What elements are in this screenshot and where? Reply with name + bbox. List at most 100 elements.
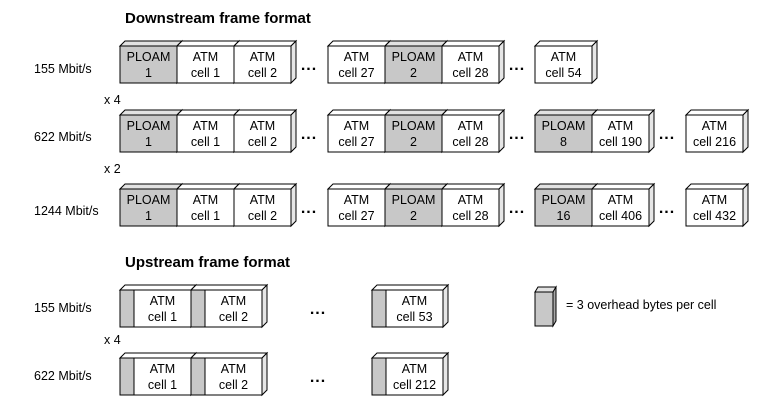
downstream-title: Downstream frame format: [125, 10, 311, 27]
svg-text:cell 2: cell 2: [248, 209, 277, 223]
svg-text:ATM: ATM: [344, 119, 369, 133]
svg-text:ATM: ATM: [702, 193, 727, 207]
svg-text:cell 28: cell 28: [452, 135, 488, 149]
ellipsis: ...: [310, 369, 326, 386]
svg-text:PLOAM: PLOAM: [392, 119, 436, 133]
svg-text:PLOAM: PLOAM: [127, 193, 171, 207]
svg-text:ATM: ATM: [344, 50, 369, 64]
svg-text:2: 2: [410, 66, 417, 80]
svg-text:ATM: ATM: [193, 50, 218, 64]
svg-text:ATM: ATM: [608, 119, 633, 133]
svg-text:ATM: ATM: [250, 50, 275, 64]
atm-cell: ATM cell 2: [232, 182, 298, 228]
svg-text:ATM: ATM: [458, 50, 483, 64]
svg-text:PLOAM: PLOAM: [392, 193, 436, 207]
svg-text:PLOAM: PLOAM: [127, 119, 171, 133]
svg-text:PLOAM: PLOAM: [542, 119, 586, 133]
svg-text:cell 1: cell 1: [148, 378, 177, 392]
ploam-cell: PLOAM 2: [383, 39, 449, 85]
svg-text:cell 406: cell 406: [599, 209, 642, 223]
atm-cell: ATM cell 1: [175, 39, 241, 85]
svg-text:1: 1: [145, 66, 152, 80]
svg-text:ATM: ATM: [250, 193, 275, 207]
svg-text:cell 53: cell 53: [396, 310, 432, 324]
ploam-cell: PLOAM 2: [383, 182, 449, 228]
svg-text:cell 1: cell 1: [191, 66, 220, 80]
upstream-atm-cell: ATM cell 53: [370, 283, 450, 329]
ploam-cell: PLOAM 8: [533, 108, 599, 154]
atm-cell: ATM cell 28: [440, 108, 506, 154]
svg-text:PLOAM: PLOAM: [542, 193, 586, 207]
svg-text:2: 2: [410, 209, 417, 223]
overhead-bytes: [371, 289, 387, 328]
svg-text:ATM: ATM: [402, 294, 427, 308]
ellipsis: ...: [301, 57, 317, 74]
ellipsis: ...: [659, 200, 675, 217]
svg-text:ATM: ATM: [458, 119, 483, 133]
ellipsis: ...: [509, 126, 525, 143]
svg-text:ATM: ATM: [193, 119, 218, 133]
svg-text:ATM: ATM: [150, 294, 175, 308]
svg-text:1: 1: [145, 209, 152, 223]
svg-text:cell 2: cell 2: [248, 135, 277, 149]
upstream-atm-cell: ATM cell 1: [118, 351, 198, 397]
upstream-atm-cell: ATM cell 212: [370, 351, 450, 397]
ellipsis: ...: [659, 126, 675, 143]
svg-text:ATM: ATM: [193, 193, 218, 207]
svg-text:cell 2: cell 2: [219, 310, 248, 324]
upstream-row-label: 622 Mbit/s: [34, 369, 92, 383]
atm-cell: ATM cell 2: [232, 39, 298, 85]
rate-multiplier: x 4: [104, 93, 121, 107]
svg-text:ATM: ATM: [702, 119, 727, 133]
overhead-bytes: [119, 357, 135, 396]
ellipsis: ...: [301, 126, 317, 143]
svg-text:cell 216: cell 216: [693, 135, 736, 149]
svg-text:1: 1: [145, 135, 152, 149]
rate-multiplier: x 4: [104, 333, 121, 347]
ellipsis: ...: [509, 200, 525, 217]
svg-text:cell 2: cell 2: [219, 378, 248, 392]
svg-text:ATM: ATM: [458, 193, 483, 207]
svg-text:ATM: ATM: [150, 362, 175, 376]
svg-text:ATM: ATM: [221, 362, 246, 376]
svg-text:ATM: ATM: [221, 294, 246, 308]
svg-text:PLOAM: PLOAM: [392, 50, 436, 64]
svg-text:8: 8: [560, 135, 567, 149]
atm-cell: ATM cell 190: [590, 108, 656, 154]
overhead-bytes: [190, 357, 206, 396]
overhead-bytes: [119, 289, 135, 328]
overhead-bytes: [371, 357, 387, 396]
atm-cell: ATM cell 27: [326, 39, 392, 85]
svg-text:cell 212: cell 212: [393, 378, 436, 392]
ellipsis: ...: [509, 57, 525, 74]
svg-text:cell 1: cell 1: [191, 135, 220, 149]
ploam-cell: PLOAM 1: [118, 182, 184, 228]
svg-text:2: 2: [410, 135, 417, 149]
svg-text:cell 54: cell 54: [545, 66, 581, 80]
upstream-atm-cell: ATM cell 2: [189, 283, 269, 329]
svg-text:cell 1: cell 1: [148, 310, 177, 324]
legend-text: = 3 overhead bytes per cell: [566, 298, 716, 312]
legend-overhead-swatch: [534, 286, 557, 293]
svg-text:ATM: ATM: [608, 193, 633, 207]
downstream-row-label: 1244 Mbit/s: [34, 204, 99, 218]
svg-text:ATM: ATM: [402, 362, 427, 376]
overhead-bytes: [190, 289, 206, 328]
svg-text:cell 28: cell 28: [452, 209, 488, 223]
upstream-atm-cell: ATM cell 2: [189, 351, 269, 397]
svg-text:ATM: ATM: [344, 193, 369, 207]
svg-text:cell 27: cell 27: [338, 66, 374, 80]
svg-text:cell 190: cell 190: [599, 135, 642, 149]
svg-text:cell 2: cell 2: [248, 66, 277, 80]
legend: = 3 overhead bytes per cell: [534, 285, 716, 328]
ploam-cell: PLOAM 2: [383, 108, 449, 154]
svg-text:PLOAM: PLOAM: [127, 50, 171, 64]
downstream-row-label: 622 Mbit/s: [34, 130, 92, 144]
